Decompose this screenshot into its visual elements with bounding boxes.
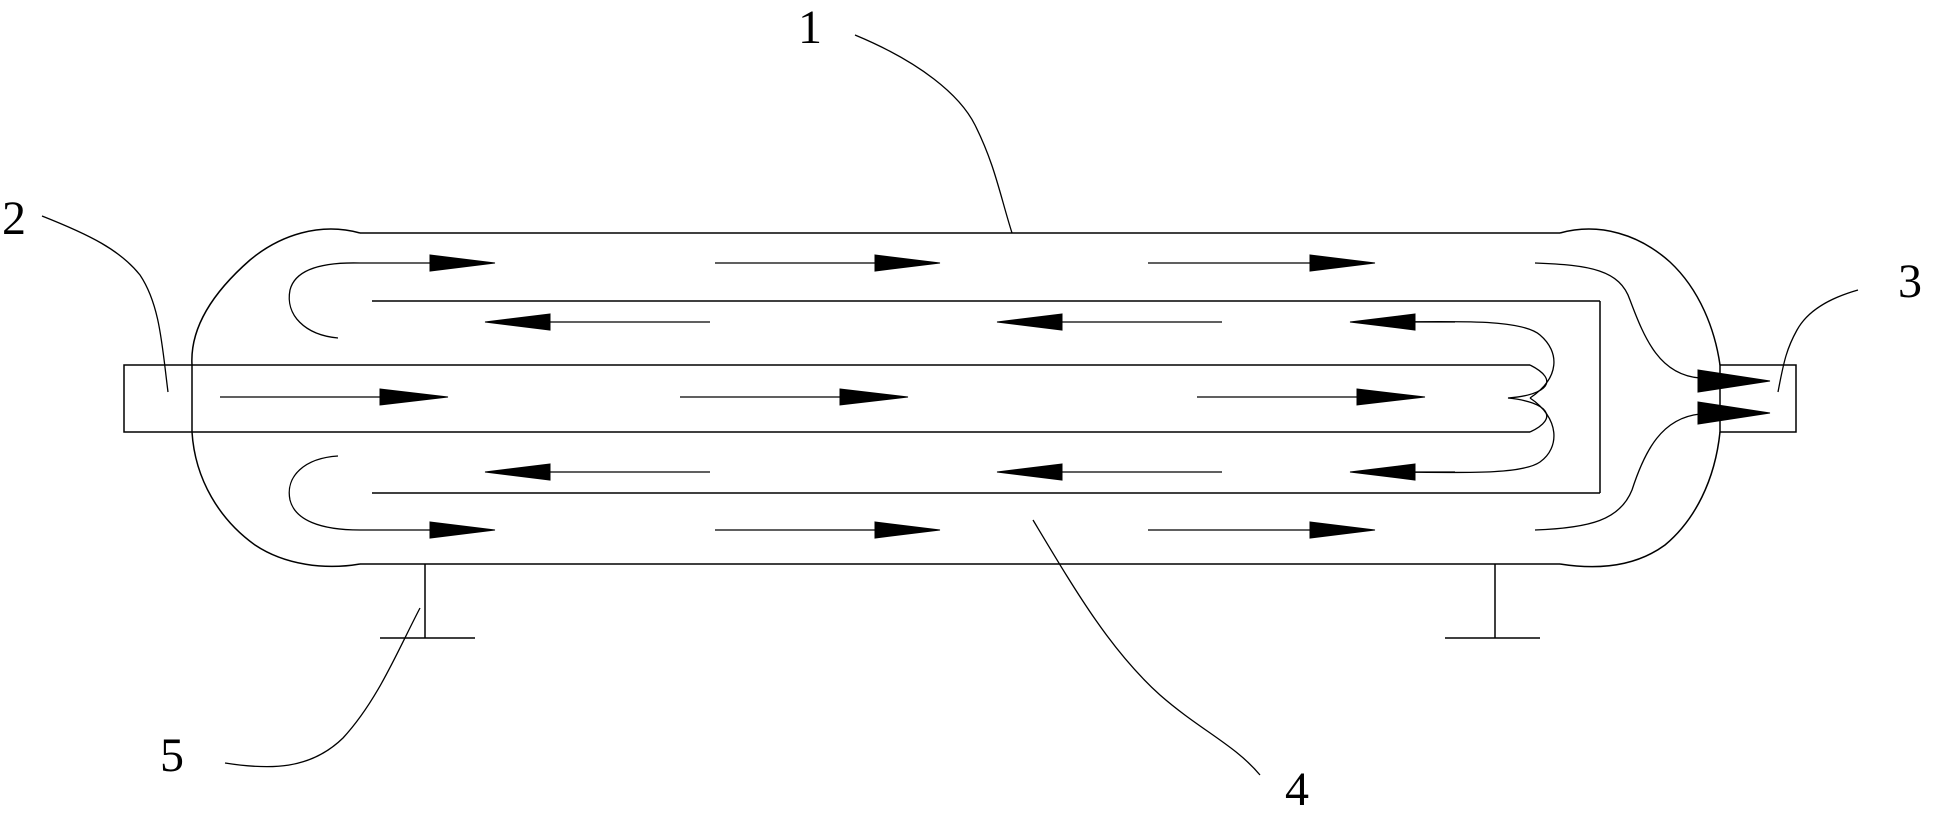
arrow-right [1697,401,1771,425]
arrow-right [715,521,941,539]
label-5: 5 [160,729,184,782]
arrow-right [360,521,496,539]
support-left [380,564,475,639]
arrow-right [680,388,909,406]
arrow-left [484,463,710,481]
inner-tube [372,300,1601,494]
leader-line-3 [1777,289,1859,393]
arrow-right [715,254,941,272]
label-2: 2 [2,192,26,245]
arrow-right [1697,369,1771,393]
arrow-right [1197,388,1426,406]
arrow-left [484,313,710,331]
leader-line-5 [224,607,421,768]
arrow-right [1148,254,1376,272]
leader-line-2 [41,215,169,393]
arrow-left [996,313,1222,331]
label-3: 3 [1898,255,1922,308]
arrow-right [1148,521,1376,539]
outer-shell [191,228,1721,568]
outlet-pipe [1719,364,1797,433]
arrow-left [1349,463,1455,481]
arrow-right [220,388,449,406]
flow-arrows [220,254,1771,539]
arrow-left [996,463,1222,481]
leader-lines [41,34,1859,776]
inlet-pipe [123,364,1530,433]
flow-curves [288,262,1701,531]
label-4: 4 [1285,763,1309,816]
arrow-left [1349,313,1455,331]
support-right [1445,564,1540,639]
arrow-right [360,254,496,272]
label-1: 1 [798,1,822,54]
leader-line-4 [1032,519,1261,776]
leader-line-1 [854,34,1013,234]
